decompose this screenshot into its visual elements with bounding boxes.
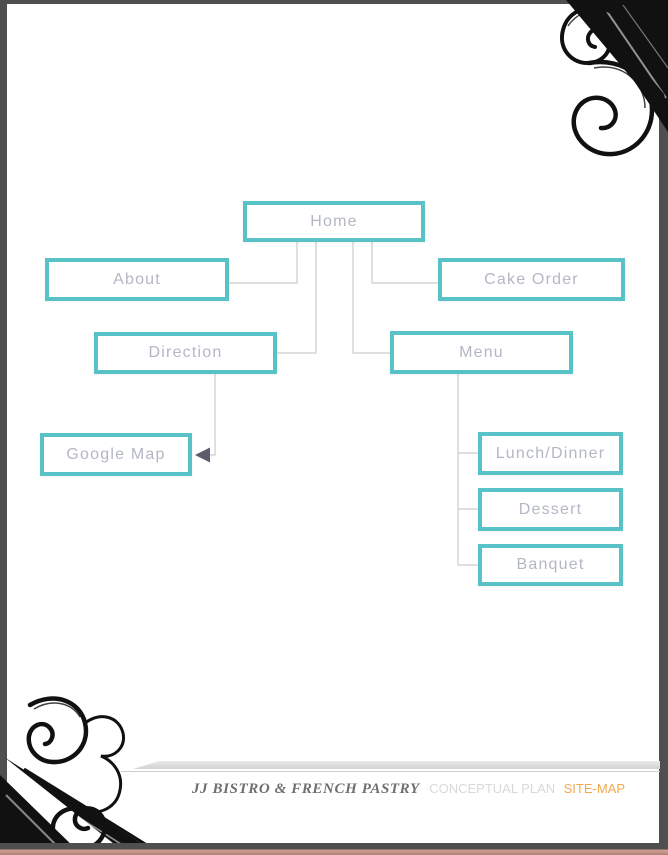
page-frame-left [0,0,7,855]
footer-subtitle-text: CONCEPTUAL PLAN [429,781,556,796]
node-label: Google Map [66,445,166,463]
connector-home-cake-order [371,242,438,284]
corner-flourish-icon [0,696,158,855]
node-label: Menu [459,343,504,361]
sitemap-node-lunch-dinner: Lunch/Dinner [478,432,623,475]
page-frame-bottom [0,843,668,855]
connector-home-menu [352,242,390,354]
node-label: Cake Order [484,270,579,288]
connector-direction-google-map [210,374,216,456]
node-label: Direction [148,344,223,361]
node-label: Lunch/Dinner [495,444,606,462]
node-label: About [113,270,161,288]
sitemap-node-banquet: Banquet [478,544,623,586]
sitemap-node-dessert: Dessert [478,488,623,531]
sitemap-node-about: About [45,258,229,301]
page-frame-top [0,0,668,4]
footer-page-label-text: SITE-MAP [563,781,625,796]
footer-caption: JJ BISTRO & FRENCH PASTRY CONCEPTUAL PLA… [192,780,625,798]
node-label: Dessert [518,500,583,518]
arrowhead-icon [195,447,210,463]
sitemap-node-cake-order: Cake Order [438,258,625,301]
corner-flourish-icon [559,0,668,157]
page-frame-right [659,0,668,855]
connector-home-about [229,242,298,284]
connector-home-direction [277,242,317,354]
footer-divider-rule [121,771,660,772]
node-label: Home [310,212,358,230]
sitemap-node-google-map: Google Map [40,433,192,476]
sitemap-node-home: Home [243,201,425,242]
footer-brand-text: JJ BISTRO & FRENCH PASTRY [191,781,420,797]
sitemap-node-direction: Direction [94,332,277,374]
sitemap-node-menu: Menu [390,331,573,374]
footer-divider-swoosh [133,761,660,769]
node-label: Banquet [516,556,585,573]
